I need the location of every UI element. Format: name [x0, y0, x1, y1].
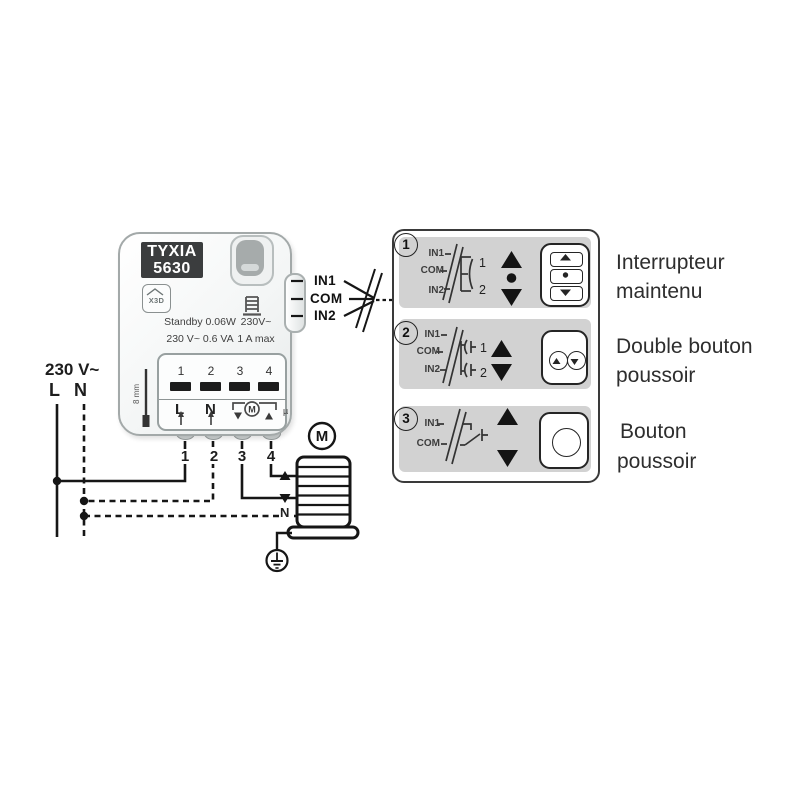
option-1-label-line1: Interrupteur	[616, 251, 725, 274]
terminal-slot	[229, 382, 250, 391]
mounting-clip-slot	[241, 264, 259, 271]
supply-neutral-label: N	[74, 380, 87, 400]
row2-in1: IN1	[424, 329, 440, 340]
switch-stop-button	[550, 269, 583, 284]
supply-voltage: 230 V~	[45, 360, 100, 379]
spec-max-current: 1 A max	[237, 333, 275, 345]
earth-symbol	[265, 548, 289, 573]
device-in2-label: IN2	[314, 308, 336, 323]
junction-dot	[79, 496, 89, 506]
option-3-label-line1: Bouton	[620, 420, 687, 443]
junction-dot	[52, 476, 62, 486]
down-direction-icon	[279, 494, 291, 503]
motor-winding-lines	[297, 465, 350, 516]
terminal-live-label: L	[175, 401, 185, 418]
terminal-number: 2	[207, 364, 215, 378]
terminal-slot	[258, 382, 279, 391]
option-2-label-line1: Double bouton	[616, 335, 753, 358]
row2-in2: IN2	[424, 364, 440, 375]
x3d-logo: X3D	[142, 284, 171, 313]
option-1-number: 1	[394, 233, 418, 257]
brand-model-line2: 5630	[153, 260, 191, 277]
option-1-label-line2: maintenu	[616, 280, 703, 303]
push-button-icon	[539, 412, 589, 469]
push-up-circle	[549, 351, 568, 370]
option-3-number: 3	[394, 407, 418, 431]
up-direction-icon	[279, 471, 291, 480]
supply-live-label: L	[49, 380, 60, 400]
spec-voltage: 230V~	[240, 316, 272, 328]
option-3-label-line2: poussoir	[617, 450, 697, 473]
brand-label: TYXIA 5630	[141, 242, 203, 278]
wire-1	[57, 441, 187, 483]
wire-number: 2	[207, 449, 221, 464]
row1-in2: IN2	[428, 285, 444, 296]
terminal-number: 3	[236, 364, 244, 378]
terminal-slot	[200, 382, 221, 391]
terminal-number: 4	[265, 364, 273, 378]
row3-in1: IN1	[424, 418, 440, 429]
house-icon	[146, 288, 164, 296]
earth-wire	[275, 531, 292, 550]
motor-symbol-circle	[307, 421, 337, 451]
x3d-logo-text: X3D	[148, 296, 165, 305]
push-circle	[552, 428, 581, 457]
row1-com: COM	[420, 265, 444, 276]
maintained-switch-icon	[540, 243, 590, 307]
wire-number: 4	[264, 449, 278, 464]
motor-neutral-label: N	[279, 505, 291, 520]
spec-consumption: 230 V~ 0.6 VA	[166, 333, 234, 345]
row1-in1: IN1	[428, 248, 444, 259]
wire-number: 1	[178, 449, 192, 464]
switch-down-button	[550, 286, 583, 301]
terminal-block	[157, 353, 287, 431]
terminal-block-divider	[159, 399, 286, 400]
device-com-label: COM	[310, 291, 343, 306]
brand-model-line1: TYXIA	[147, 243, 197, 260]
wire-number: 3	[235, 449, 249, 464]
input-connector	[284, 273, 306, 333]
motor-letter: M	[316, 428, 329, 445]
option-2-label-line2: poussoir	[616, 364, 696, 387]
motor-body	[295, 455, 352, 529]
row3-com: COM	[416, 438, 440, 449]
option-2-number: 2	[394, 321, 418, 345]
spec-standby: Standby 0.06W	[164, 316, 236, 328]
terminal-number: 1	[177, 364, 185, 378]
terminal-slot	[170, 382, 191, 391]
double-push-button-icon	[541, 330, 588, 385]
row2-com: COM	[416, 346, 440, 357]
device-in1-label: IN1	[314, 273, 336, 288]
terminal-neutral-label: N	[205, 401, 216, 418]
push-down-circle	[567, 351, 586, 370]
switch-up-button	[550, 252, 583, 267]
motor-base	[286, 525, 360, 540]
wire-2	[84, 441, 215, 503]
junction-dot	[79, 511, 89, 521]
